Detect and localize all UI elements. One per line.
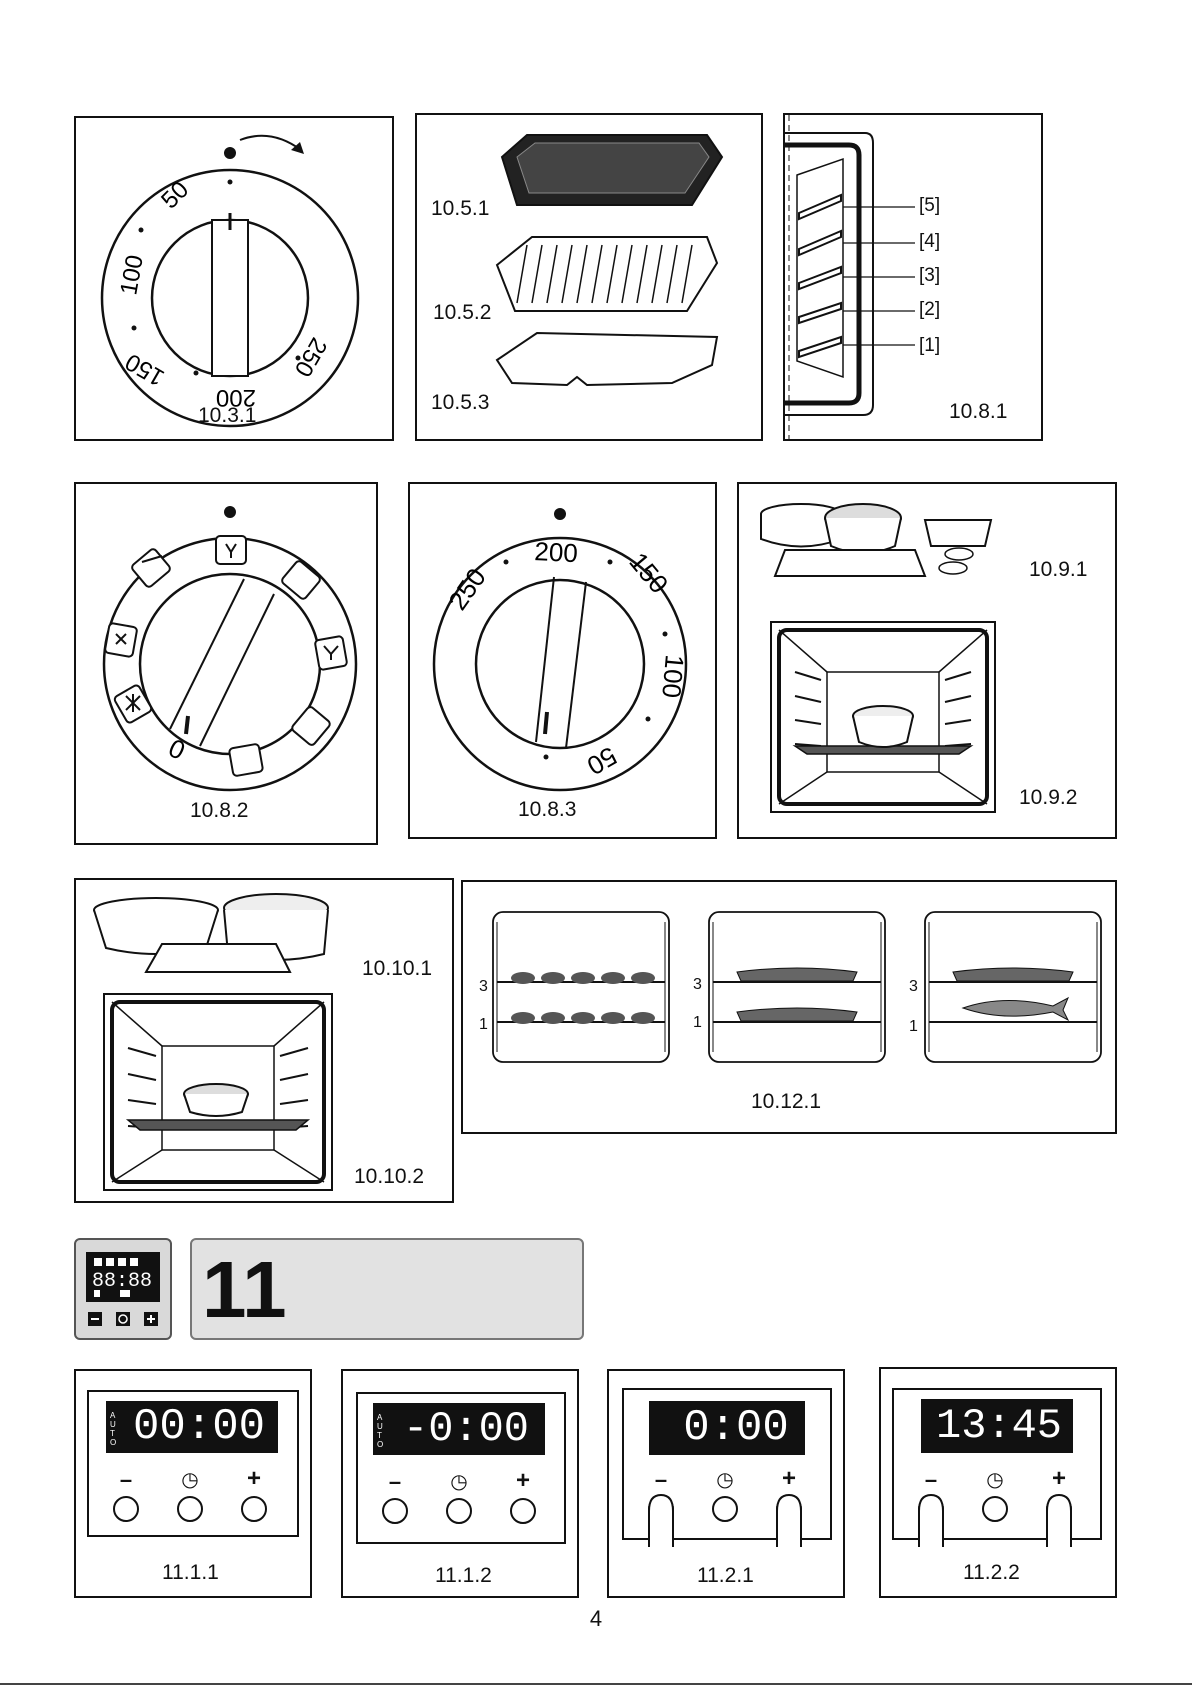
section-number: 11 <box>202 1240 287 1340</box>
figure-10-8-2: 0 10.8.2 <box>74 482 378 845</box>
shelf-label-1: 1 <box>479 1016 488 1034</box>
figure-10-5: 10.5.1 10.5.2 10.5.3 <box>415 113 763 441</box>
svg-text:88:88: 88:88 <box>92 1270 152 1293</box>
shelf-label-1: 1 <box>693 1014 702 1032</box>
clock-button[interactable]: ◷ <box>178 1467 202 1492</box>
plus-button[interactable]: + <box>1047 1465 1071 1493</box>
figure-caption: 11.2.1 <box>697 1564 754 1588</box>
figure-10-12-1: 3 1 3 1 3 1 10.12.1 <box>461 880 1117 1134</box>
clock-button[interactable]: ◷ <box>713 1467 737 1492</box>
figure-11-2-1: 0:00 – ◷ + 11.2.1 <box>607 1369 845 1598</box>
shelf-label-3: 3 <box>909 978 918 996</box>
figure-caption: 10.3.1 <box>198 404 256 428</box>
minus-button[interactable]: – <box>114 1467 138 1493</box>
caption-10-10-2: 10.10.2 <box>354 1165 424 1189</box>
shelf-level-1: [1] <box>919 335 940 357</box>
lcd-side-text: AUTO <box>377 1413 387 1449</box>
plus-button[interactable]: + <box>511 1467 535 1495</box>
figure-10-9: 10.9.1 10.9.2 <box>737 482 1117 839</box>
timer-section-icon: 88:88 <box>74 1238 172 1340</box>
caption-10-5-2: 10.5.2 <box>433 301 491 325</box>
figure-caption: 11.2.2 <box>963 1561 1020 1585</box>
section-header: 11 <box>190 1238 584 1340</box>
caption-10-5-3: 10.5.3 <box>431 391 489 415</box>
plus-button[interactable]: + <box>242 1465 266 1493</box>
minus-button[interactable]: – <box>649 1467 673 1493</box>
programmer-icon: 88:88 <box>76 1240 170 1338</box>
oven-shelf-levels-drawing <box>785 115 1043 441</box>
shelf-label-3: 3 <box>693 976 702 994</box>
shelf-level-5: [5] <box>919 195 940 217</box>
figure-caption: 10.8.3 <box>518 798 576 822</box>
shelf-level-2: [2] <box>919 299 940 321</box>
shelf-level-4: [4] <box>919 231 940 253</box>
finger-left <box>919 1495 943 1547</box>
lcd-display: 13:45 <box>931 1399 1067 1453</box>
figure-11-2-2: 13:45 – ◷ + 11.2.2 <box>879 1367 1117 1598</box>
function-dial-drawing: 0 <box>76 484 378 845</box>
figure-caption: 11.1.2 <box>435 1564 492 1588</box>
clock-button[interactable]: ◷ <box>447 1469 471 1494</box>
figure-10-10: 10.10.1 10.10.2 <box>74 878 454 1203</box>
caption-10-10-1: 10.10.1 <box>362 957 432 981</box>
figure-caption: 11.1.1 <box>162 1561 219 1585</box>
plus-button[interactable]: + <box>777 1465 801 1493</box>
caption-10-5-1: 10.5.1 <box>431 197 489 221</box>
lcd-side-text: AUTO <box>110 1411 120 1447</box>
figure-11-1-1: AUTO 00:00 – ◷ + 11.1.1 <box>74 1369 312 1598</box>
figure-11-1-2: AUTO -0:00 – ◷ + 11.1.2 <box>341 1369 579 1598</box>
temperature-dial-drawing: 50 100 150 200 250 <box>76 118 394 441</box>
thermostat-dial-drawing: 250 200 150 100 50 <box>410 484 717 839</box>
shelf-label-1: 1 <box>909 1018 918 1036</box>
minus-button[interactable]: – <box>919 1467 943 1493</box>
figure-10-8-3: 250 200 150 100 50 10.8.3 <box>408 482 717 839</box>
page-number: 4 <box>0 1606 1192 1632</box>
lcd-display: 00:00 <box>124 1401 274 1453</box>
finger-left <box>649 1495 673 1547</box>
dial-label-100: 100 <box>656 653 690 699</box>
dial-label-200: 200 <box>534 536 579 568</box>
figure-10-3-1: 50 100 150 200 250 10.3.1 <box>74 116 394 441</box>
caption-10-9-2: 10.9.2 <box>1019 786 1077 810</box>
finger-right <box>1047 1495 1071 1547</box>
caption-10-9-1: 10.9.1 <box>1029 558 1087 582</box>
roasting-oven-drawing <box>76 880 454 1203</box>
clock-button[interactable]: ◷ <box>983 1467 1007 1492</box>
figure-caption: 10.8.1 <box>949 400 1007 424</box>
lcd-display: 0:00 <box>671 1401 801 1455</box>
figure-caption: 10.12.1 <box>751 1090 821 1114</box>
shelf-level-3: [3] <box>919 265 940 287</box>
finger-right <box>777 1495 801 1547</box>
figure-caption: 10.8.2 <box>190 799 248 823</box>
figure-10-8-1: [5] [4] [3] [2] [1] 10.8.1 <box>783 113 1043 441</box>
shelf-label-3: 3 <box>479 978 488 996</box>
lcd-display: -0:00 <box>391 1403 541 1455</box>
minus-button[interactable]: – <box>383 1469 407 1495</box>
